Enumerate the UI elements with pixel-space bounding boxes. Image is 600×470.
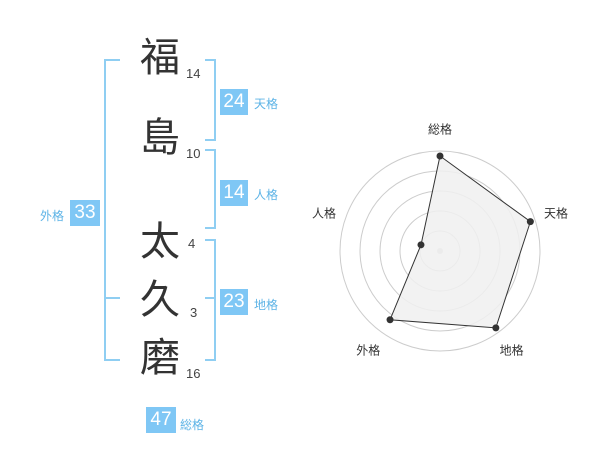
name-char-1: 福 [140,35,180,81]
name-char-3: 太 [140,219,180,265]
name-char-5: 磨 [140,335,180,381]
jinkaku-bracket [205,149,216,229]
jinkaku-label: 人格 [254,188,279,202]
stroke-count-2: 10 [186,146,201,161]
chikaku-bracket [205,239,216,361]
radar-point-4 [386,316,394,324]
radar-axis-label-2: 天格 [543,206,569,221]
chikaku-label: 地格 [254,298,279,312]
name-char-2: 島 [140,115,180,161]
gaikaku-label: 外格 [40,209,65,223]
radar-point-1 [436,152,444,160]
stroke-count-4: 3 [190,305,198,320]
radar-axis-label-3: 地格 [499,343,524,358]
stroke-count-1: 14 [186,66,201,81]
name-char-4: 久 [140,277,180,323]
radar-point-3 [492,324,500,332]
stroke-count-5: 16 [186,366,201,381]
stroke-count-3: 4 [188,236,196,251]
tenkaku-label: 天格 [254,97,279,111]
soukaku-badge: 47 [146,407,176,433]
chikaku-badge: 23 [220,289,248,315]
radar-area [389,155,531,329]
radar-axis-label-5: 人格 [311,206,337,221]
radar-axis-label-1: 総格 [427,122,453,137]
gaikaku-bracket [104,59,120,361]
soukaku-label: 総格 [180,418,205,432]
tenkaku-bracket [205,59,216,141]
radar-ring-5 [339,150,541,352]
radar-axis-label-4: 外格 [356,343,381,358]
radar-point-2 [526,218,534,226]
radar-point-5 [417,241,425,249]
jinkaku-badge: 14 [220,180,248,206]
tenkaku-badge: 24 [220,89,248,115]
gaikaku-badge: 33 [70,200,100,226]
